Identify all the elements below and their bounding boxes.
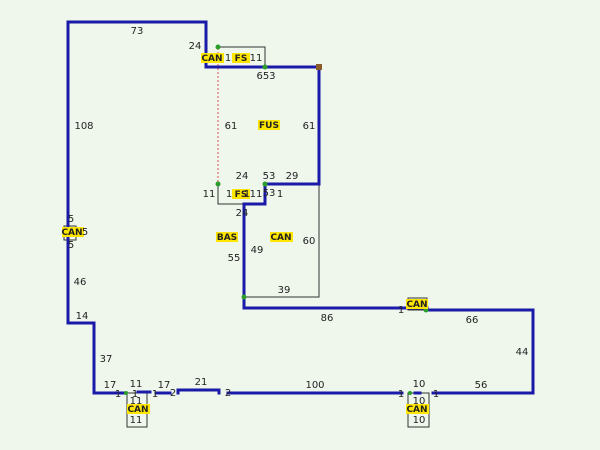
dim-label: 37 (100, 354, 113, 365)
dim-label: 56 (475, 380, 488, 391)
dim-label: 11 (130, 379, 143, 390)
node-mid-right (262, 181, 268, 187)
dim-label: 53 (263, 188, 276, 199)
dim-label: 108 (74, 121, 93, 132)
tag-bg (127, 404, 150, 414)
tag-can-left: CAN (61, 228, 82, 238)
dim-label: 1 (115, 389, 121, 400)
tag-fs-mid: FS (235, 190, 248, 200)
dim-label: 1 (132, 389, 138, 400)
dim-label: 11 (203, 189, 216, 200)
dim-label: 49 (251, 245, 264, 256)
node-mid-left (215, 181, 221, 187)
tag-can-mid: CAN (270, 233, 291, 243)
tag-bg (232, 189, 250, 199)
dim-label: 86 (321, 313, 334, 324)
node-bottom-right (408, 391, 412, 395)
dim-label: 61 (225, 121, 238, 132)
corner-node (316, 64, 322, 70)
dim-label: 11 (250, 189, 263, 200)
tag-can-bottom-left: CAN (127, 405, 148, 415)
nodes (124, 44, 429, 395)
top-fs-box-outline (218, 46, 266, 66)
dim-label: 39 (278, 285, 291, 296)
dim-label: 17 (104, 380, 117, 391)
tag-bas: BAS (217, 233, 237, 243)
wall-left-perimeter (66, 20, 208, 395)
dim-label: 1 (152, 389, 158, 400)
tag-fs-top: FS (235, 54, 248, 64)
wall-bas-room (242, 182, 429, 310)
dim-label: 11 (130, 415, 143, 426)
wall-bottom-d (176, 388, 221, 395)
tag-bg (201, 53, 224, 63)
tag-can-top: CAN (201, 54, 222, 64)
tag-can-right: CAN (406, 300, 427, 310)
dim-label: 2 (170, 388, 176, 399)
tag-bg (406, 299, 428, 309)
dimension-labels: 73 24 1 11 653 108 61 61 24 53 29 11 1 1… (68, 26, 529, 426)
node-bottom-left (124, 391, 128, 395)
dim-label: 1 (398, 305, 404, 316)
inner-thin-wall (244, 184, 320, 298)
dim-label: 5 (68, 240, 74, 251)
dim-label: 66 (466, 315, 479, 326)
wall-right-perimeter (425, 308, 535, 395)
node-top-left (215, 44, 221, 50)
dim-label: 21 (195, 377, 208, 388)
tag-bg (270, 232, 293, 242)
dim-label: 100 (305, 380, 324, 391)
dim-label: 1 (277, 189, 283, 200)
dim-label: 24 (189, 41, 202, 52)
dim-label: 44 (516, 347, 529, 358)
tag-bg (258, 120, 280, 130)
room-tags: CAN FS FUS FS CAN BAS CAN CAN CAN CAN (61, 53, 429, 415)
dim-label: 1 (226, 189, 232, 200)
dim-label: 1 (398, 389, 404, 400)
node-top-right (262, 64, 268, 70)
dim-label: 5 (82, 227, 88, 238)
dim-label: 46 (74, 277, 87, 288)
tag-bg (232, 53, 250, 63)
dim-label: 10 (413, 396, 426, 407)
tag-bg (62, 227, 84, 237)
dim-label: 11 (250, 53, 263, 64)
dim-label: 1 (244, 189, 250, 200)
dim-label: 11 (130, 396, 143, 407)
dim-label: 61 (303, 121, 316, 132)
dim-label: 24 (236, 208, 249, 219)
dim-label: 10 (413, 379, 426, 390)
dim-label: 53 (263, 171, 276, 182)
dim-label: 29 (286, 171, 299, 182)
dim-label: 5 (68, 214, 74, 225)
dim-label: 1 (433, 389, 439, 400)
dim-label: 2 (225, 388, 231, 399)
dim-label: 73 (131, 26, 144, 37)
dim-label: 10 (413, 415, 426, 426)
dim-label: 17 (158, 380, 171, 391)
tag-bg (216, 232, 238, 242)
tag-fus: FUS (259, 121, 279, 131)
dim-label: 14 (76, 311, 89, 322)
node-bas-bottom (241, 294, 247, 300)
dim-label: 60 (303, 236, 316, 247)
dim-label: 55 (228, 253, 241, 264)
dim-label: 24 (236, 171, 249, 182)
dim-label: 1 (225, 53, 231, 64)
tag-bg (406, 404, 429, 414)
dim-label: 653 (256, 71, 275, 82)
tag-can-bottom-right: CAN (406, 405, 427, 415)
